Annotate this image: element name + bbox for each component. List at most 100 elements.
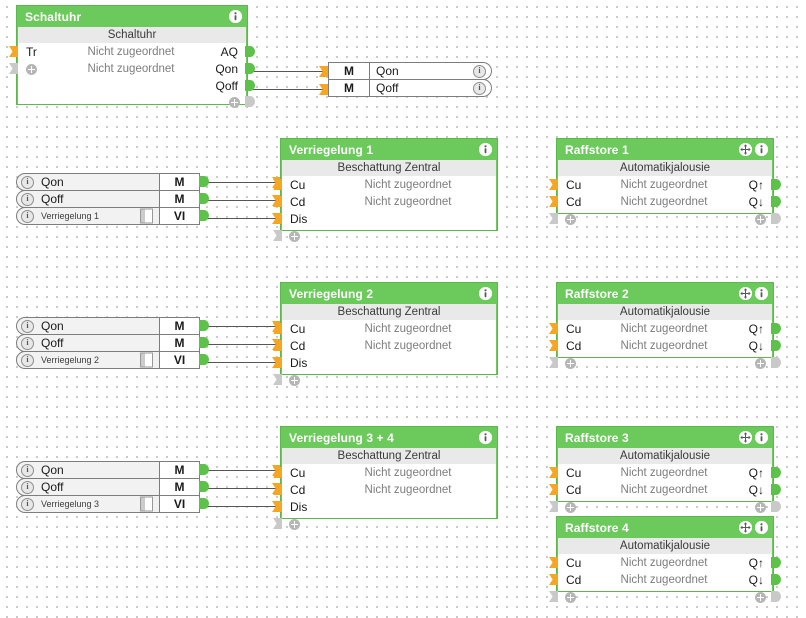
plus-icon[interactable] — [26, 63, 37, 75]
block-header[interactable]: Schaltuhr — [17, 6, 247, 27]
pin-row[interactable]: Cu Nicht zugeordnet Q↑ — [549, 320, 781, 337]
input-nub[interactable] — [549, 323, 558, 334]
input-nub[interactable] — [273, 467, 282, 478]
input-nub-inactive[interactable] — [273, 230, 282, 241]
tag-stack-group3[interactable]: i Qon M i Qoff M i Verriegelung 3 VI — [16, 461, 209, 513]
block-header[interactable]: Raffstore 2 — [557, 283, 773, 304]
header-icons[interactable] — [479, 287, 492, 300]
add-input-row[interactable] — [273, 227, 496, 245]
output-nub[interactable] — [199, 176, 209, 187]
block-header[interactable]: Verriegelung 1 — [281, 139, 497, 160]
block-schaltuhr[interactable]: Schaltuhr Schaltuhr Tr Nicht zugeordnet … — [9, 5, 255, 108]
header-icons[interactable] — [479, 431, 492, 444]
block-verriegelung-1[interactable]: Verriegelung 1 Beschattung Zentral Cu Ni… — [273, 138, 498, 242]
info-icon[interactable]: i — [21, 463, 34, 477]
block-header[interactable]: Verriegelung 2 — [281, 283, 497, 304]
info-icon[interactable] — [229, 10, 242, 23]
tag-label-cell[interactable]: i Qoff — [16, 190, 160, 208]
plus-icon[interactable] — [289, 230, 300, 242]
input-nub-inactive[interactable] — [549, 357, 558, 368]
plus-icon[interactable] — [289, 518, 300, 530]
output-nub[interactable] — [199, 193, 209, 204]
output-nub[interactable] — [771, 574, 781, 585]
info-icon[interactable] — [755, 521, 768, 534]
input-nub[interactable] — [549, 484, 558, 495]
tag-label-cell[interactable]: i Verriegelung 2 — [16, 351, 160, 369]
output-nub-inactive[interactable] — [771, 591, 781, 602]
pin-row[interactable]: Cd Nicht zugeordnet — [273, 337, 496, 354]
state-indicator-icon[interactable] — [140, 496, 153, 512]
output-nub-inactive[interactable] — [771, 213, 781, 224]
input-nub[interactable] — [273, 484, 282, 495]
tag-label-cell[interactable]: i Qon — [16, 317, 160, 335]
tag-label-cell[interactable]: i Verriegelung 3 — [16, 495, 160, 513]
info-icon[interactable] — [755, 431, 768, 444]
info-icon[interactable]: i — [473, 81, 486, 95]
input-nub[interactable] — [549, 557, 558, 568]
pin-row[interactable]: Nicht zugeordnet Qon — [9, 60, 255, 77]
header-icons[interactable] — [739, 431, 768, 444]
input-nub[interactable] — [273, 340, 282, 351]
tag-label-cell[interactable]: i Verriegelung 1 — [16, 207, 160, 225]
info-icon[interactable]: i — [473, 64, 486, 78]
tag-row[interactable]: i Qoff M — [16, 478, 209, 496]
input-nub[interactable] — [273, 357, 282, 368]
pin-row[interactable]: Dis — [273, 210, 496, 227]
input-nub[interactable] — [273, 179, 282, 190]
info-icon[interactable]: i — [21, 497, 34, 511]
tag-row[interactable]: i Verriegelung 2 VI — [16, 351, 209, 369]
tag-row[interactable]: M Qon i — [328, 62, 492, 80]
plus-icon[interactable] — [755, 357, 766, 369]
input-nub[interactable] — [9, 46, 18, 57]
pin-row[interactable]: Tr Nicht zugeordnet AQ — [9, 43, 255, 60]
output-nub-inactive[interactable] — [771, 501, 781, 512]
add-output-row[interactable] — [18, 94, 255, 110]
output-nub[interactable] — [771, 557, 781, 568]
add-pin-row[interactable] — [549, 588, 781, 606]
tag-label-cell[interactable]: Qoff i — [370, 79, 492, 97]
header-icons[interactable] — [739, 287, 768, 300]
tag-stack-group1[interactable]: i Qon M i Qoff M i Verriegelung 1 VI — [16, 173, 209, 225]
move-icon[interactable] — [739, 431, 752, 444]
tag-label-cell[interactable]: i Qoff — [16, 478, 160, 496]
info-icon[interactable]: i — [21, 480, 34, 494]
output-nub-inactive[interactable] — [771, 357, 781, 368]
output-nub[interactable] — [771, 196, 781, 207]
plus-icon[interactable] — [755, 213, 766, 225]
add-input-cell[interactable] — [18, 62, 56, 76]
output-nub[interactable] — [199, 337, 209, 348]
output-nub[interactable] — [199, 498, 209, 509]
tag-stack-group2[interactable]: i Qon M i Qoff M i Verriegelung 2 VI — [16, 317, 209, 369]
block-header[interactable]: Raffstore 1 — [557, 139, 773, 160]
tag-label-cell[interactable]: i Qon — [16, 173, 160, 191]
pin-row[interactable]: Cd Nicht zugeordnet Q↓ — [549, 481, 781, 498]
plus-icon[interactable] — [755, 501, 766, 513]
header-icons[interactable] — [479, 143, 492, 156]
info-icon[interactable] — [479, 143, 492, 156]
output-nub[interactable] — [245, 80, 255, 91]
output-nub[interactable] — [771, 179, 781, 190]
block-raffstore-4[interactable]: Raffstore 4 Automatikjalousie Cu Nicht z… — [549, 516, 781, 603]
header-icons[interactable] — [229, 10, 242, 23]
plus-icon[interactable] — [565, 213, 576, 225]
output-nub[interactable] — [245, 46, 255, 57]
input-nub-inactive[interactable] — [549, 501, 558, 512]
pin-row[interactable]: Qoff — [18, 77, 255, 94]
input-nub-inactive[interactable] — [549, 213, 558, 224]
input-nub[interactable] — [273, 323, 282, 334]
header-icons[interactable] — [739, 521, 768, 534]
block-header[interactable]: Raffstore 3 — [557, 427, 773, 448]
tag-label-cell[interactable]: Qon i — [370, 62, 492, 80]
tag-stack-qon-qoff[interactable]: M Qon i M Qoff i — [328, 62, 492, 97]
plus-icon[interactable] — [755, 591, 766, 603]
pin-row[interactable]: Cd Nicht zugeordnet Q↓ — [549, 571, 781, 588]
pin-row[interactable]: Cu Nicht zugeordnet — [273, 320, 496, 337]
output-nub[interactable] — [245, 63, 255, 74]
input-nub[interactable] — [273, 213, 282, 224]
add-pin-row[interactable] — [549, 354, 781, 372]
pin-row[interactable]: Dis — [273, 498, 496, 515]
input-nub[interactable] — [549, 340, 558, 351]
pin-row[interactable]: Cu Nicht zugeordnet Q↑ — [549, 464, 781, 481]
pin-row[interactable]: Cu Nicht zugeordnet Q↑ — [549, 554, 781, 571]
